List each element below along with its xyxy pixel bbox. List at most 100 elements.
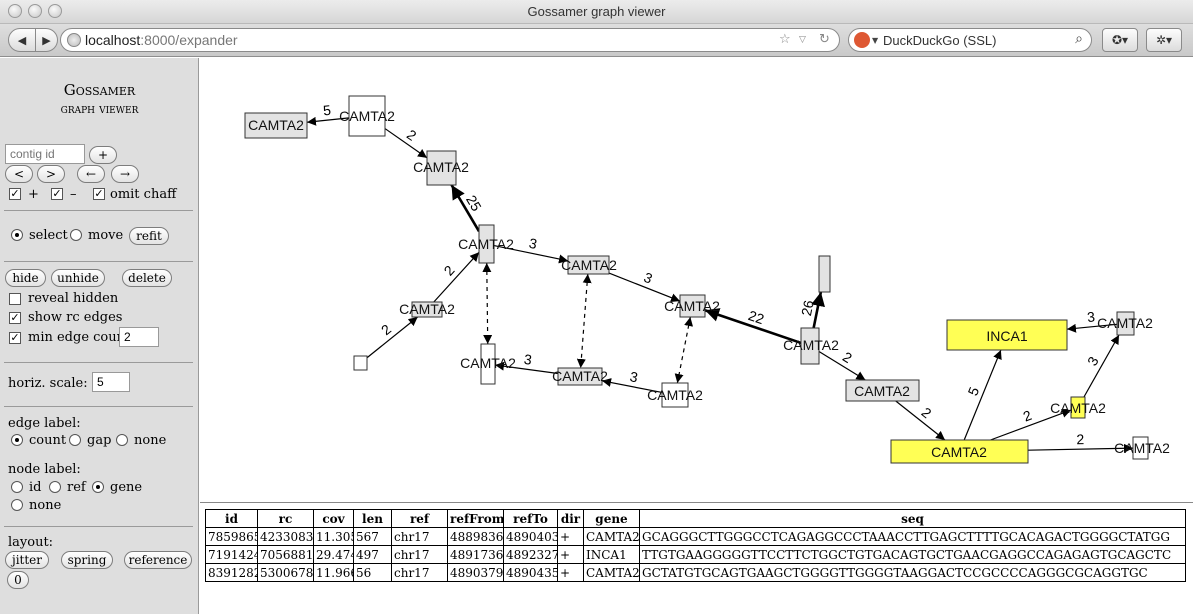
- column-header[interactable]: cov: [313, 509, 354, 528]
- history-dropdown-icon[interactable]: ▽: [799, 35, 806, 45]
- graph-edge[interactable]: [704, 308, 802, 345]
- graph-edge[interactable]: [384, 128, 428, 159]
- edge-label-none-radio[interactable]: [116, 434, 128, 446]
- shift-right-button[interactable]: →: [111, 165, 139, 183]
- minimize-window-button[interactable]: [28, 4, 42, 18]
- graph-edge[interactable]: [494, 361, 559, 375]
- back-button[interactable]: ◀: [8, 28, 36, 52]
- column-header[interactable]: len: [353, 509, 392, 528]
- graph-edge[interactable]: [450, 184, 481, 232]
- edge-label-gap-radio[interactable]: [69, 434, 81, 446]
- graph-edge[interactable]: [482, 262, 493, 345]
- graph-edge[interactable]: [601, 378, 663, 394]
- omit-chaff-checkbox[interactable]: ✓: [93, 187, 105, 200]
- graph-node[interactable]: [818, 255, 831, 293]
- graph-node[interactable]: [567, 255, 610, 275]
- url-text[interactable]: localhost:8000/expander: [85, 32, 238, 48]
- delete-button[interactable]: delete: [122, 269, 172, 287]
- move-radio[interactable]: [70, 229, 82, 241]
- column-header[interactable]: refFrom: [447, 509, 504, 528]
- table-row[interactable]: 7191424705688129.474497chr17489173648923…: [205, 545, 1186, 564]
- graph-node[interactable]: [557, 367, 603, 386]
- column-header[interactable]: ref: [391, 509, 448, 528]
- min-edge-count-checkbox[interactable]: ✓: [9, 331, 21, 344]
- zoom-window-button[interactable]: [48, 4, 62, 18]
- graph-edge[interactable]: [1066, 323, 1118, 333]
- engine-dropdown-icon[interactable]: ▼: [872, 36, 879, 45]
- unhide-button[interactable]: unhide: [51, 269, 105, 287]
- graph-edge[interactable]: [895, 400, 946, 441]
- column-header[interactable]: rc: [257, 509, 314, 528]
- url-bar[interactable]: localhost:8000/expander ☆ ▽ ↻: [60, 28, 840, 52]
- select-radio[interactable]: [11, 229, 23, 241]
- next-button[interactable]: >: [37, 165, 65, 183]
- graph-node[interactable]: [679, 294, 706, 318]
- graph-edge[interactable]: [990, 409, 1072, 441]
- show-rc-edges-checkbox[interactable]: ✓: [9, 311, 21, 324]
- minus-strand-checkbox[interactable]: ✓: [51, 187, 63, 200]
- graph-edge[interactable]: [811, 291, 825, 329]
- reveal-hidden-checkbox[interactable]: [9, 293, 21, 305]
- graph-node[interactable]: [845, 379, 920, 402]
- min-edge-count-input[interactable]: [119, 327, 159, 347]
- debug-button[interactable]: ✲▾: [1146, 28, 1182, 52]
- column-header[interactable]: refTo: [503, 509, 558, 528]
- plus-strand-checkbox[interactable]: ✓: [9, 187, 21, 200]
- spring-button[interactable]: spring: [61, 551, 113, 569]
- node-label-ref-radio[interactable]: [49, 481, 61, 493]
- jitter-button[interactable]: jitter: [5, 551, 49, 569]
- graph-node[interactable]: [1070, 396, 1086, 419]
- reference-button[interactable]: reference: [124, 551, 192, 569]
- graph-node[interactable]: [946, 319, 1068, 351]
- bookmarks-button[interactable]: ✪▾: [1102, 28, 1138, 52]
- graph-node[interactable]: [890, 439, 1029, 464]
- reload-icon[interactable]: ↻: [819, 32, 830, 47]
- zero-button[interactable]: 0: [7, 571, 29, 589]
- shift-left-button[interactable]: ←: [77, 165, 105, 183]
- graph-edge[interactable]: [366, 316, 419, 359]
- column-header[interactable]: seq: [639, 509, 1186, 528]
- hide-button[interactable]: hide: [5, 269, 46, 287]
- close-window-button[interactable]: [8, 4, 22, 18]
- graph-edge[interactable]: [576, 273, 592, 369]
- search-bar[interactable]: ▼ DuckDuckGo (SSL) ⌕: [848, 28, 1092, 52]
- table-row[interactable]: 7859865423308311.305567chr17488983648904…: [205, 527, 1186, 546]
- prev-button[interactable]: <: [5, 165, 33, 183]
- graph-edge[interactable]: [1083, 334, 1120, 398]
- bookmark-star-icon[interactable]: ☆: [779, 32, 791, 47]
- graph-node[interactable]: [480, 343, 496, 385]
- graph-node[interactable]: [244, 112, 308, 139]
- graph-edge[interactable]: [306, 116, 350, 126]
- refit-button[interactable]: refit: [129, 227, 169, 245]
- graph-node[interactable]: [661, 382, 689, 408]
- contig-id-input[interactable]: [5, 144, 85, 164]
- column-header[interactable]: id: [205, 509, 258, 528]
- search-icon[interactable]: ⌕: [1075, 31, 1083, 47]
- graph-edge[interactable]: [608, 272, 681, 302]
- graph-node[interactable]: [1132, 436, 1149, 460]
- graph-edge[interactable]: [493, 244, 569, 264]
- graph-edge[interactable]: [818, 351, 866, 381]
- graph-edge[interactable]: [674, 316, 694, 384]
- table-row[interactable]: 8391282530067811.96656chr174890379489043…: [205, 563, 1186, 582]
- edge-label-count-radio[interactable]: [11, 434, 23, 446]
- node-label-id-radio[interactable]: [11, 481, 23, 493]
- graph-edge[interactable]: [963, 349, 1002, 441]
- graph-node[interactable]: [348, 95, 386, 137]
- graph-node[interactable]: [353, 355, 368, 371]
- forward-button[interactable]: ▶: [36, 28, 58, 52]
- graph-node[interactable]: [411, 301, 443, 318]
- graph-node[interactable]: [800, 327, 820, 365]
- node-label-none-radio[interactable]: [11, 499, 23, 511]
- graph-node[interactable]: [426, 150, 457, 186]
- horiz-scale-input[interactable]: [92, 372, 130, 392]
- graph-node[interactable]: [1116, 311, 1135, 336]
- graph-node[interactable]: [478, 224, 495, 264]
- graph-edge[interactable]: [1027, 443, 1134, 453]
- column-header[interactable]: gene: [583, 509, 640, 528]
- graph-edge[interactable]: [433, 251, 480, 303]
- column-header[interactable]: dir: [557, 509, 584, 528]
- node-label-gene-radio[interactable]: [92, 481, 104, 493]
- add-contig-button[interactable]: +: [89, 146, 117, 164]
